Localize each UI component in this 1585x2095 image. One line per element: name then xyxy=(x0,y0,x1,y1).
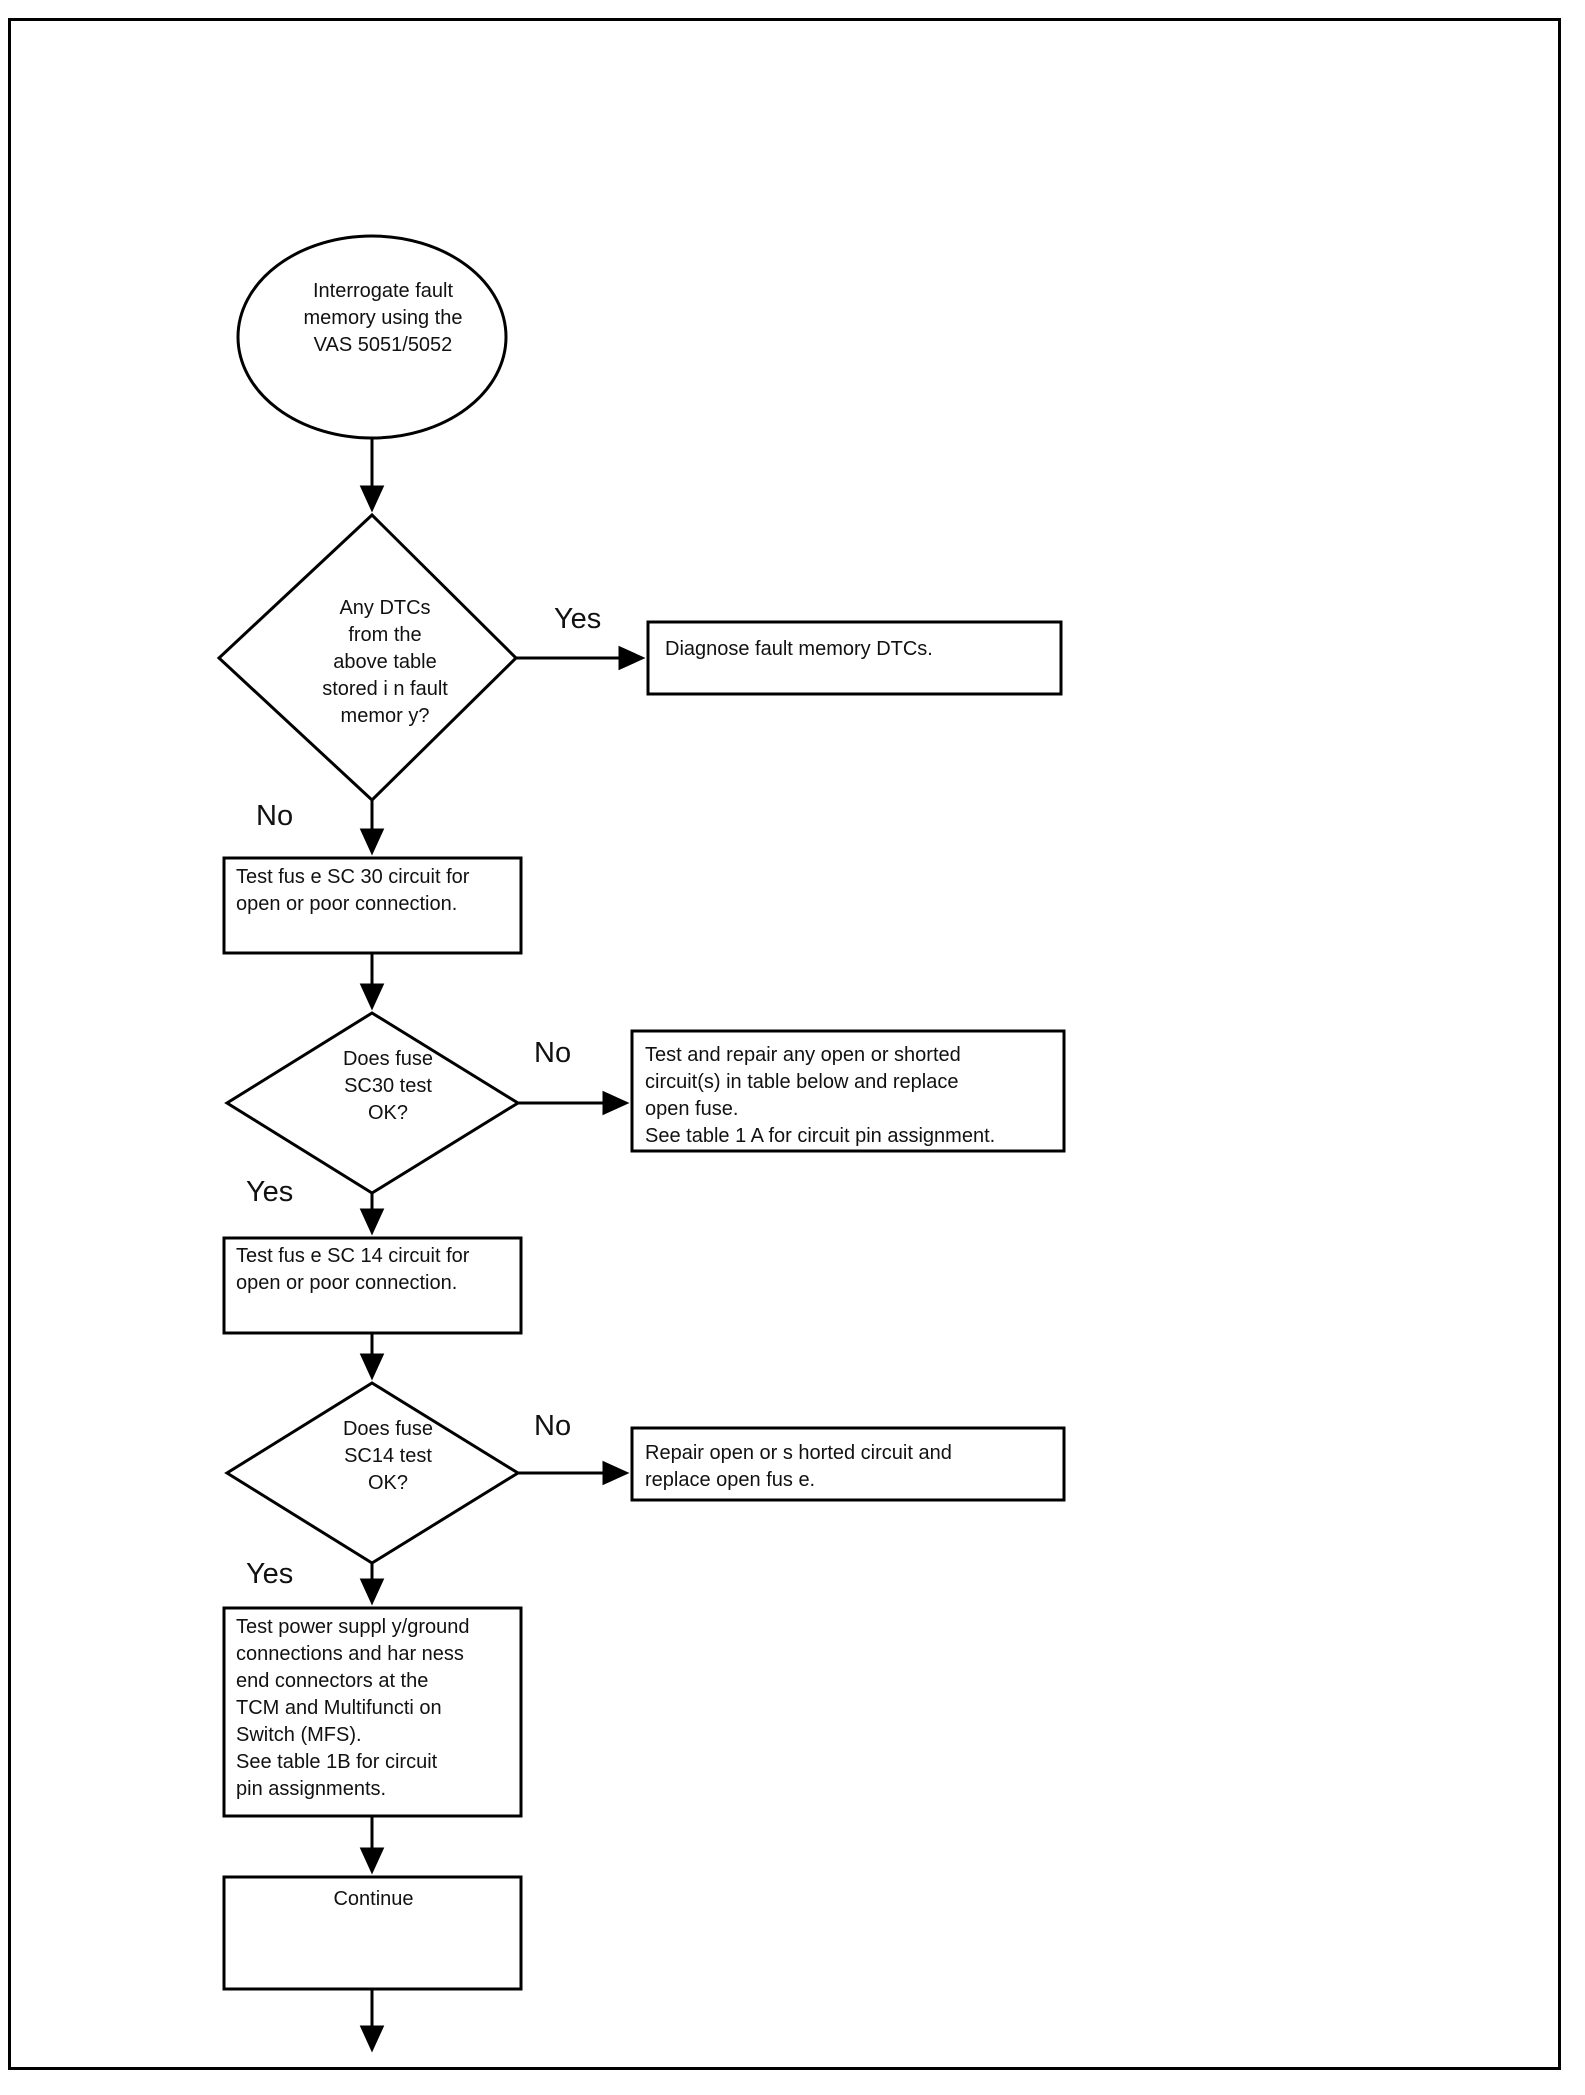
shape-box-test-power-supply xyxy=(222,1606,523,1818)
branch-label-dtc-no: No xyxy=(256,800,294,832)
branch-label-sc30-no: No xyxy=(534,1037,572,1069)
shape-box-test-sc14 xyxy=(222,1236,523,1335)
page-border xyxy=(8,18,1561,2070)
branch-label-dtc-yes: Yes xyxy=(554,603,602,635)
shape-box-repair-sc30 xyxy=(630,1029,1066,1153)
branch-label-sc14-yes: Yes xyxy=(246,1558,294,1590)
shape-diamond-sc14-ok xyxy=(224,1381,521,1565)
shape-box-continue xyxy=(222,1875,523,1991)
shape-diamond-any-dtcs xyxy=(216,512,519,803)
shape-diamond-sc30-ok xyxy=(224,1011,521,1195)
branch-label-sc14-no: No xyxy=(534,1410,572,1442)
shape-box-test-sc30 xyxy=(222,856,523,955)
shape-box-repair-sc14 xyxy=(630,1426,1066,1502)
shape-oval-start xyxy=(236,234,508,440)
branch-label-sc30-yes: Yes xyxy=(246,1176,294,1208)
shape-box-diagnose-dtcs xyxy=(646,620,1063,696)
